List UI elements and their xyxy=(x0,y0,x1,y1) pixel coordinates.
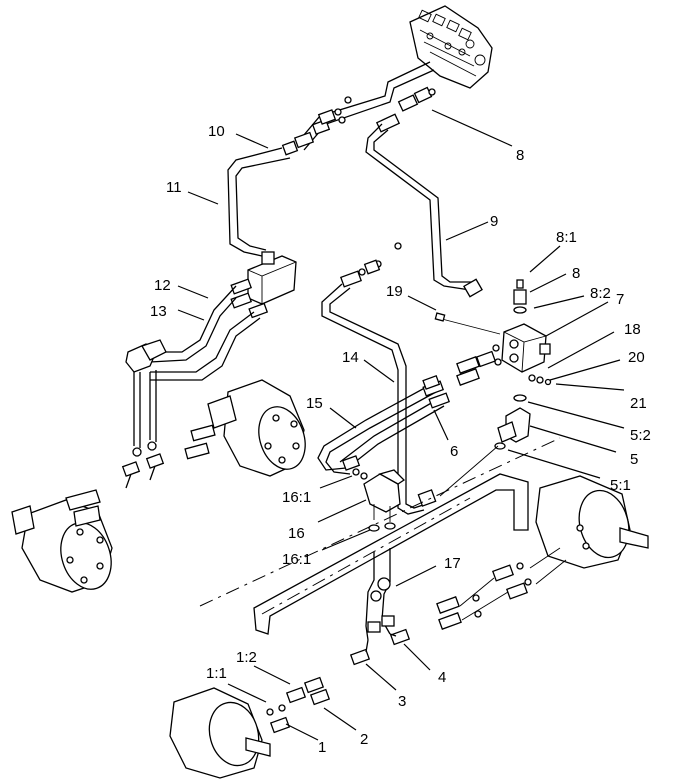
hose-8-9 xyxy=(365,86,483,298)
control-valve-bank xyxy=(409,5,493,89)
callout-8-1: 8:1 xyxy=(556,229,577,246)
callout-11: 11 xyxy=(166,179,182,196)
callout-1-2: 1:2 xyxy=(236,649,257,666)
hydraulic-motor-far-left xyxy=(11,489,113,593)
callout-labels: 10 11 12 13 8 9 8:1 8 8:2 19 7 18 20 21 … xyxy=(150,123,651,756)
callout-6: 6 xyxy=(450,443,458,460)
leader-lines xyxy=(177,109,625,741)
hose-14-15 xyxy=(317,242,499,515)
callout-20: 20 xyxy=(628,349,645,366)
callout-10: 10 xyxy=(208,123,225,140)
left-elbows-and-lines xyxy=(121,339,167,489)
callout-21: 21 xyxy=(630,395,647,412)
callout-16-1-lower: 16:1 xyxy=(282,551,311,568)
callout-18: 18 xyxy=(624,321,641,338)
callout-3: 3 xyxy=(398,693,406,710)
callout-8-top: 8 xyxy=(516,147,524,164)
callout-14: 14 xyxy=(342,349,359,366)
callout-7: 7 xyxy=(616,291,624,308)
hydraulic-motor-middle-left xyxy=(184,379,306,477)
callout-16-1-upper: 16:1 xyxy=(282,489,311,506)
diverter-valve xyxy=(149,251,297,381)
callout-4: 4 xyxy=(438,669,446,686)
callout-8-2: 8:2 xyxy=(590,285,611,302)
hydraulic-motor-right xyxy=(436,475,649,630)
hose-10-11 xyxy=(227,61,435,257)
callout-5-2: 5:2 xyxy=(630,427,651,444)
callout-16: 16 xyxy=(288,525,305,542)
frame-bracket xyxy=(199,437,561,635)
callout-15: 15 xyxy=(306,395,323,412)
callout-17: 17 xyxy=(444,555,461,572)
callout-5: 5 xyxy=(630,451,638,468)
callout-13: 13 xyxy=(150,303,167,320)
callout-2: 2 xyxy=(360,731,368,748)
callout-8-right: 8 xyxy=(572,265,580,282)
lines-3-4-17 xyxy=(349,548,411,666)
callout-1-1: 1:1 xyxy=(206,665,227,682)
relief-valve-block xyxy=(434,279,552,450)
callout-19: 19 xyxy=(386,283,403,300)
callout-5-1: 5:1 xyxy=(610,477,631,494)
callout-9: 9 xyxy=(490,213,498,230)
callout-12: 12 xyxy=(154,277,171,294)
hydraulic-motor-bottom xyxy=(169,676,331,779)
elbow-16 xyxy=(352,468,406,552)
callout-1: 1 xyxy=(318,739,326,756)
